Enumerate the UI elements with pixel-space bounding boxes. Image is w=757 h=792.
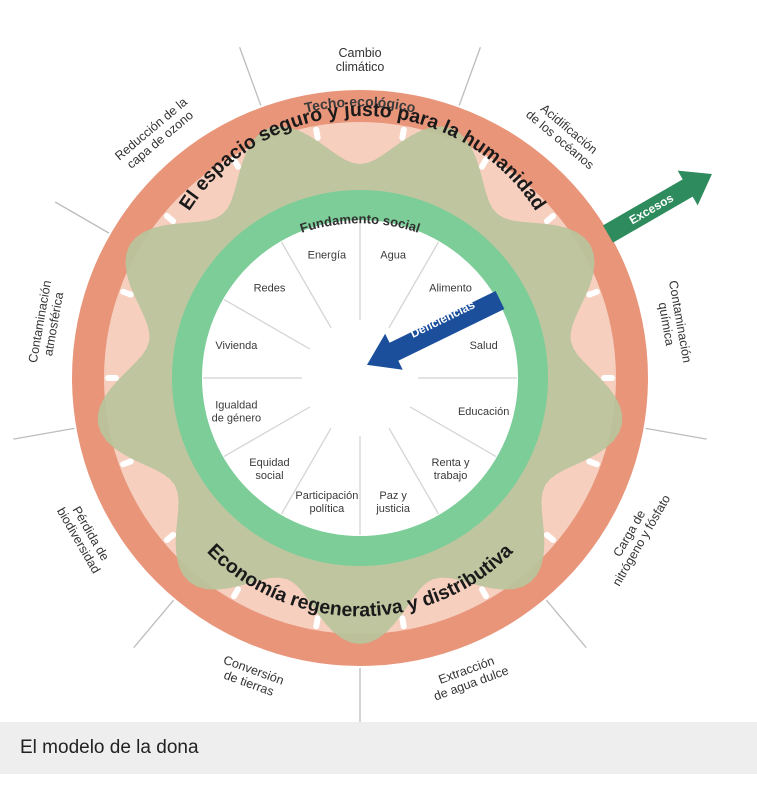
social-label: Vivienda — [215, 340, 258, 352]
social-label-line: Participación — [295, 490, 358, 502]
boundary-tick — [543, 531, 557, 543]
social-label-line: Salud — [470, 340, 498, 352]
boundary-tick — [586, 288, 600, 298]
social-label-line: Vivienda — [215, 340, 258, 352]
social-divider — [409, 406, 497, 458]
social-label-line: Igualdad — [215, 400, 257, 412]
social-label: Salud — [470, 340, 498, 352]
boundary-tick — [479, 586, 489, 600]
boundary-tick — [586, 458, 600, 468]
ecological-ceiling-label: Techo ecológico — [303, 93, 417, 115]
boundary-divider — [545, 599, 587, 649]
social-divider — [223, 298, 311, 350]
social-label-line: Agua — [380, 249, 407, 261]
social-label-line: de género — [212, 413, 262, 425]
caption-bar: El modelo de la dona — [0, 722, 757, 774]
social-divider — [280, 427, 332, 515]
boundary-tick — [163, 213, 177, 225]
boundary-tick — [231, 156, 241, 170]
social-divider — [223, 406, 311, 458]
social-label: Agua — [380, 249, 407, 261]
boundary-divider — [13, 427, 75, 440]
social-divider — [388, 427, 440, 515]
social-label-line: política — [309, 503, 345, 515]
boundary-tick — [231, 586, 241, 600]
social-label: Energía — [308, 249, 347, 261]
boundary-divider — [54, 201, 110, 234]
boundary-tick — [163, 531, 177, 543]
social-divider — [388, 241, 440, 329]
boundary-label-line: Cambio — [338, 46, 381, 60]
boundary-tick — [120, 288, 134, 298]
boundary-tick — [313, 615, 321, 630]
social-label-line: trabajo — [434, 470, 468, 482]
boundary-tick — [601, 375, 615, 381]
boundary-tick — [543, 213, 557, 225]
boundary-divider — [238, 47, 262, 106]
boundary-divider — [133, 599, 175, 649]
social-label-line: justicia — [375, 503, 411, 515]
doughnut-center — [202, 220, 518, 536]
boundary-divider — [458, 47, 482, 106]
boundary-tick — [399, 615, 407, 630]
boundary-tick — [313, 126, 321, 141]
caption-text: El modelo de la dona — [20, 737, 199, 758]
social-label: Educación — [458, 406, 509, 418]
boundary-tick — [399, 126, 407, 141]
social-label-line: Educación — [458, 406, 509, 418]
boundary-tick — [120, 458, 134, 468]
social-label-line: Equidad — [249, 457, 289, 469]
boundary-tick — [105, 375, 119, 381]
boundary-label-line: climático — [336, 60, 385, 74]
social-label-line: Energía — [308, 249, 347, 261]
social-label: Alimento — [429, 282, 472, 294]
social-divider — [280, 241, 332, 329]
social-label-line: social — [255, 470, 283, 482]
excess-arrow: Excesos — [603, 170, 712, 243]
boundary-divider — [645, 427, 707, 440]
social-label: Redes — [254, 282, 286, 294]
social-label-line: Paz y — [379, 490, 407, 502]
boundary-tick — [479, 156, 490, 170]
boundary-tick-marks — [105, 126, 615, 630]
social-label-line: Redes — [254, 282, 286, 294]
social-label-line: Alimento — [429, 282, 472, 294]
social-label-line: Renta y — [432, 457, 470, 469]
doughnut-model-diagram: Techo ecológico El espacio seguro y just… — [13, 46, 712, 722]
